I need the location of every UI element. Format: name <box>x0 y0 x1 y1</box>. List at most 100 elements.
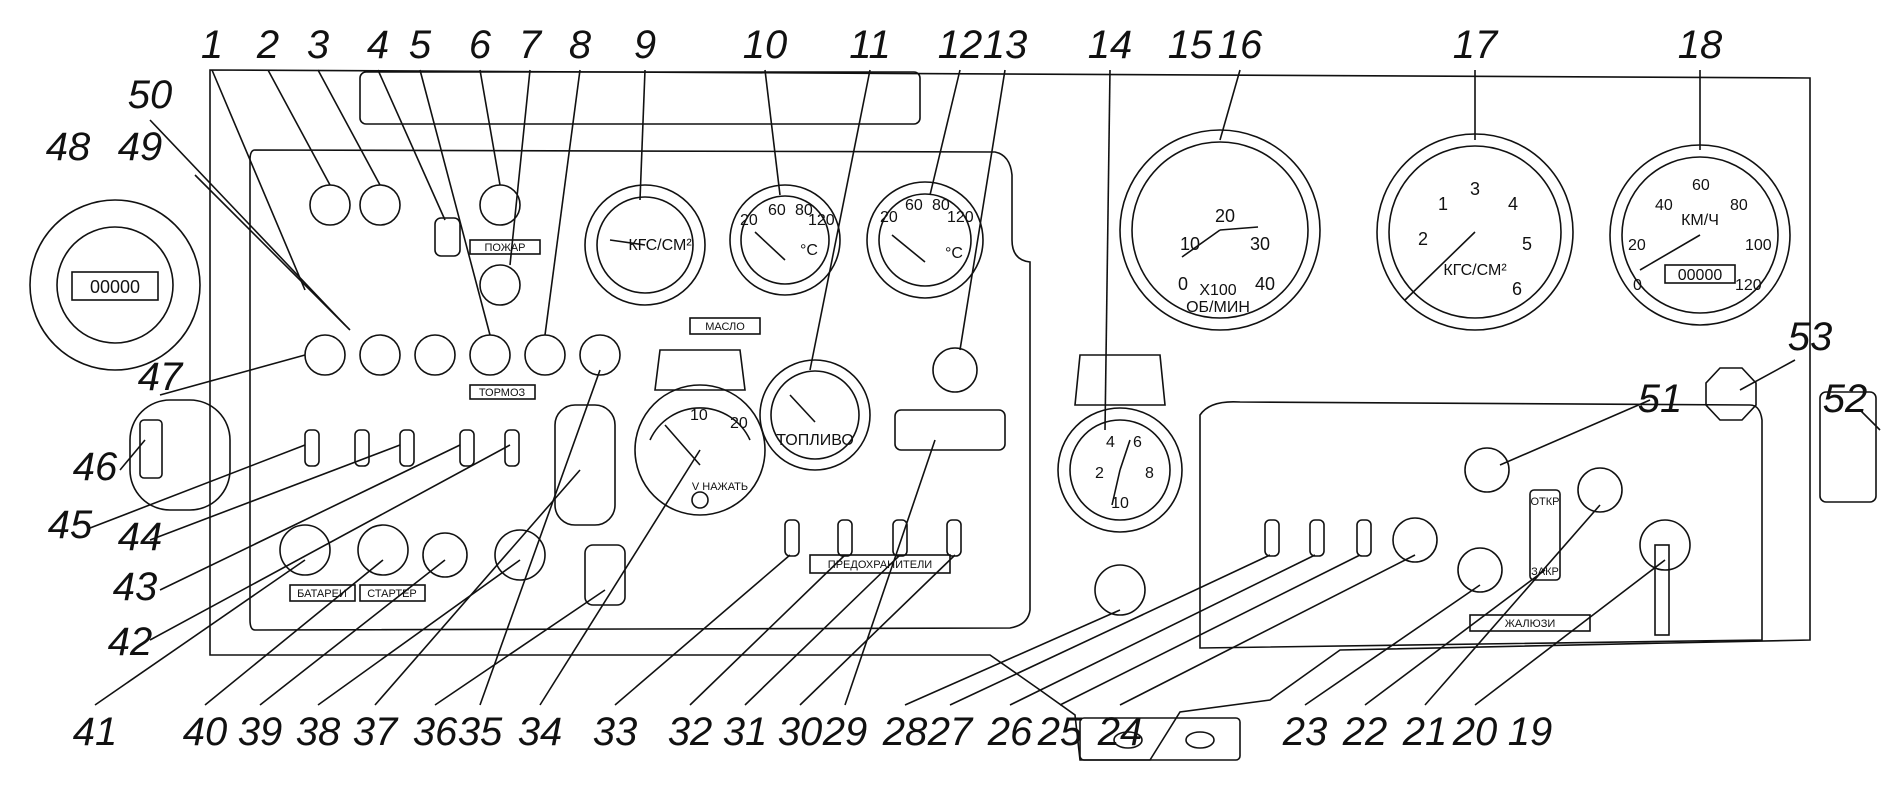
fuel-gauge: ТОПЛИВО <box>759 359 871 471</box>
oil-temp-tick: 80 <box>795 202 813 219</box>
callout-18: 18 <box>1678 23 1723 67</box>
oil-temp-tick: 20 <box>740 212 758 229</box>
button-row-bottom: БАТАРЕИ СТАРТЕР <box>279 524 546 602</box>
button-53[interactable] <box>1705 367 1757 421</box>
callout-5: 5 <box>409 23 432 67</box>
button[interactable] <box>422 532 468 578</box>
toggle-switch-25[interactable] <box>1309 519 1325 557</box>
lever-hub-19[interactable] <box>1639 519 1691 571</box>
lamp-row-top: ПОЖАР <box>309 184 541 306</box>
push-button-35[interactable] <box>584 544 626 606</box>
callout-22: 22 <box>1342 710 1388 754</box>
callout-40: 40 <box>183 710 228 754</box>
callouts-top: 1 2 3 4 5 6 7 8 9 10 11 12 13 14 15 16 1… <box>201 23 1723 67</box>
knob-22[interactable] <box>1457 547 1503 593</box>
oil-pressure-unit: КГС/СМ² <box>628 237 692 254</box>
fire-button[interactable] <box>479 264 521 306</box>
water-temp-tick: 80 <box>932 197 950 214</box>
callout-29: 29 <box>822 710 868 754</box>
speedometer-tick: 120 <box>1735 277 1762 294</box>
air-pressure-tick: 2 <box>1095 465 1104 482</box>
callout-52: 52 <box>1823 377 1868 421</box>
plate-starter-label: СТАРТЕР <box>367 588 417 600</box>
callout-24: 24 <box>1097 710 1143 754</box>
lamp <box>469 334 511 376</box>
voltmeter-button[interactable] <box>691 491 709 509</box>
plate-predokhraniteli <box>809 554 951 574</box>
plate-pozhar <box>469 239 541 255</box>
toggle-switch-26[interactable] <box>1264 519 1280 557</box>
tachometer-tick: 40 <box>1255 274 1275 294</box>
bottom-tab <box>1079 717 1241 761</box>
leader-lines <box>89 69 1881 706</box>
boost-tick: 5 <box>1522 234 1532 254</box>
speedometer-tick: 40 <box>1655 197 1673 214</box>
toggle-switch-29[interactable] <box>946 519 962 557</box>
lever-36[interactable] <box>554 404 616 526</box>
callout-45: 45 <box>48 503 93 547</box>
callout-9: 9 <box>634 23 656 67</box>
callouts-bottom: 41 40 39 38 37 36 35 34 33 32 31 30 29 2… <box>73 710 1553 754</box>
toggle-switch-30[interactable] <box>892 519 908 557</box>
tachometer-tick: 0 <box>1178 274 1188 294</box>
callout-23: 23 <box>1282 710 1328 754</box>
callout-3: 3 <box>307 23 329 67</box>
oil-temp-tick: 60 <box>768 202 786 219</box>
boost-tick: 6 <box>1512 279 1522 299</box>
selector-switch-28[interactable] <box>894 409 1006 451</box>
toggle-switch-31[interactable] <box>837 519 853 557</box>
callout-42: 42 <box>108 620 153 664</box>
callout-15: 15 <box>1168 23 1213 67</box>
plate-batarei <box>289 584 356 602</box>
toggle-switch-32[interactable] <box>784 519 800 557</box>
voltmeter-tick: 10 <box>690 407 708 424</box>
tab-hole <box>1185 731 1215 749</box>
callout-39: 39 <box>238 710 283 754</box>
callout-2: 2 <box>256 23 279 67</box>
toggle-switch-24[interactable] <box>1356 519 1372 557</box>
lamp <box>579 334 621 376</box>
boost-unit: КГС/СМ² <box>1443 262 1507 279</box>
speedometer-tick: 0 <box>1633 277 1642 294</box>
toggle-switch-4[interactable] <box>434 217 461 257</box>
switch-21[interactable] <box>1529 489 1561 581</box>
top-strip-11 <box>359 71 921 125</box>
toggle-switch[interactable] <box>354 429 370 467</box>
callout-43: 43 <box>113 565 158 609</box>
callout-1: 1 <box>201 23 223 67</box>
toggle-switch[interactable] <box>399 429 415 467</box>
callout-25: 25 <box>1037 710 1083 754</box>
callouts-right: 53 52 51 <box>1638 315 1868 421</box>
speedometer-tick: 60 <box>1692 177 1710 194</box>
callout-20: 20 <box>1452 710 1498 754</box>
water-temp-gauge: 20 60 80 120 °С <box>866 181 984 299</box>
callout-13: 13 <box>983 23 1028 67</box>
callout-19: 19 <box>1508 710 1553 754</box>
callout-28: 28 <box>882 710 928 754</box>
callout-41: 41 <box>73 710 118 754</box>
round-button-27[interactable] <box>1094 564 1146 616</box>
boost-tick: 1 <box>1438 194 1448 214</box>
callout-27: 27 <box>927 710 974 754</box>
odometer-digits: 00000 <box>1678 267 1723 284</box>
toggle-switch[interactable] <box>459 429 475 467</box>
voltmeter-tick: 20 <box>730 415 748 432</box>
callout-16: 16 <box>1218 23 1263 67</box>
toggle-switch[interactable] <box>304 429 320 467</box>
callout-10: 10 <box>743 23 788 67</box>
right-subpanel <box>1199 400 1763 649</box>
tachometer: 0 10 20 30 40 X100 ОБ/МИН <box>1119 129 1321 331</box>
selector-knob[interactable] <box>139 419 163 479</box>
callout-31: 31 <box>723 710 768 754</box>
button[interactable] <box>494 529 546 581</box>
battery-button[interactable] <box>279 524 331 576</box>
lever-19[interactable] <box>1654 544 1670 636</box>
toggle-switch[interactable] <box>504 429 520 467</box>
panel-outline <box>209 69 1811 761</box>
tachometer-tick: 20 <box>1215 206 1235 226</box>
air-pressure-tick: 10 <box>1111 495 1129 512</box>
callout-8: 8 <box>569 23 592 67</box>
starter-button[interactable] <box>357 524 409 576</box>
tachometer-unit: ОБ/МИН <box>1186 299 1250 316</box>
